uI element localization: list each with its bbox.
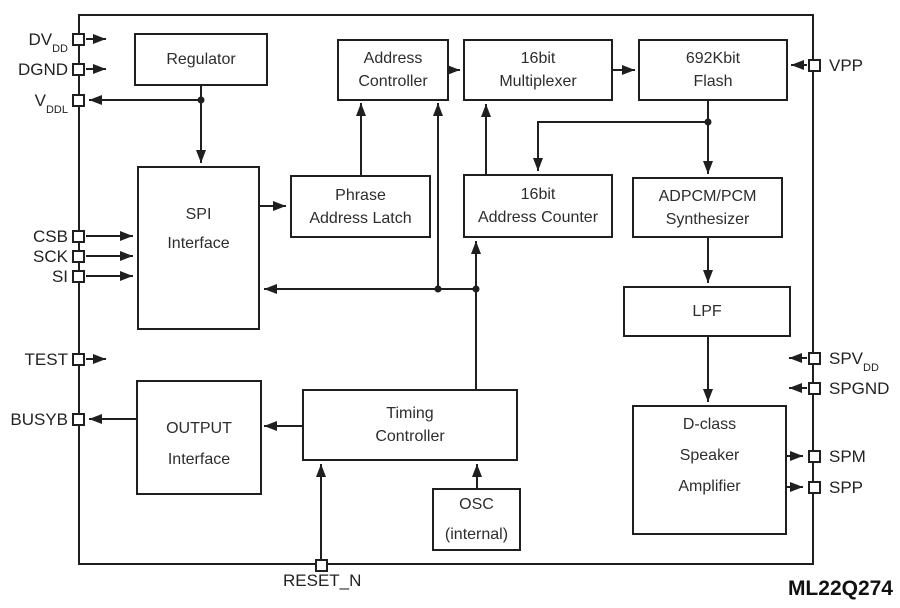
pin-vddl [72,94,85,107]
block-label: Amplifier [678,477,741,495]
wires-group [86,34,807,560]
block-label: D-class [682,415,737,433]
block-label: Multiplexer [499,73,577,90]
pin-label-busyb: BUSYB [10,410,68,429]
junction-dot [197,96,205,104]
pin-label-vpp: VPP [829,56,864,75]
junction-dot [472,285,480,293]
pin-label-test: TEST [24,350,68,369]
block-label: OSC [459,496,494,513]
block-label: Address Counter [477,209,599,226]
block-lpf: LPF [623,286,791,337]
pin-busyb [72,413,85,426]
block-label: Speaker [679,446,740,464]
pin-sck [72,250,85,263]
block-label: 16bit [520,186,556,203]
wire-flash-to-address-counter [533,121,708,171]
pin-si [72,270,85,283]
block-label: 16bit [520,50,556,67]
block-label: Timing [386,405,434,422]
block-label: SPI [185,206,212,223]
block-label: Controller [375,428,445,445]
block-spi-interface: SPI Interface [137,166,260,330]
pin-label-reset-n: RESET_N [283,571,362,590]
block-label: LPF [692,303,722,320]
block-label: (internal) [444,526,509,543]
pin-label-si: SI [51,267,68,286]
block-phrase-address-latch: Phrase Address Latch [290,175,431,238]
block-692kbit-flash: 692Kbit Flash [638,39,788,101]
block-label: OUTPUT [166,419,232,437]
block-regulator: Regulator [134,33,268,86]
block-label: ADPCM/PCM [658,187,757,205]
pin-label-sck: SCK [33,247,68,266]
block-output-interface: OUTPUT Interface [136,380,262,495]
pin-label-dvdd: DVDD [28,30,68,56]
pin-spm [808,450,821,463]
pin-label-spp: SPP [829,478,864,497]
block-label: Flash [693,73,733,90]
block-label: Interface [167,235,230,252]
block-label: 692Kbit [685,50,741,67]
part-number: ML22Q274 [787,577,893,600]
block-label: Address [363,50,423,67]
block-label: Address Latch [309,209,412,227]
pin-reset-n [315,559,328,572]
pin-csb [72,230,85,243]
block-label: Interface [167,450,231,468]
block-label: Synthesizer [665,210,750,228]
pin-spvdd [808,352,821,365]
pin-label-spvdd: SPVDD [829,349,879,375]
pin-spp [808,481,821,494]
block-osc-internal: OSC (internal) [432,488,521,551]
pin-label-dgnd: DGND [17,60,68,79]
block-dclass-speaker-amplifier: D-class Speaker Amplifier [632,405,787,535]
block-timing-controller: Timing Controller [302,389,518,461]
pin-dgnd [72,63,85,76]
block-label: Controller [358,73,428,90]
block-16bit-address-counter: 16bit Address Counter [463,174,613,238]
pin-test [72,353,85,366]
junction-dot [704,118,712,126]
pin-dvdd [72,33,85,46]
junction-dot [434,285,442,293]
block-label: Phrase [335,186,386,204]
block-16bit-multiplexer: 16bit Multiplexer [463,39,613,101]
block-adpcm-pcm-synthesizer: ADPCM/PCM Synthesizer [632,177,783,238]
pin-label-vddl: VDDL [34,91,68,117]
pin-label-spm: SPM [829,447,866,466]
pin-label-spgnd: SPGND [829,379,890,398]
pin-label-csb: CSB [33,227,68,246]
block-address-controller: Address Controller [337,39,449,101]
pin-vpp [808,59,821,72]
pin-spgnd [808,382,821,395]
block-label: Regulator [166,51,236,68]
